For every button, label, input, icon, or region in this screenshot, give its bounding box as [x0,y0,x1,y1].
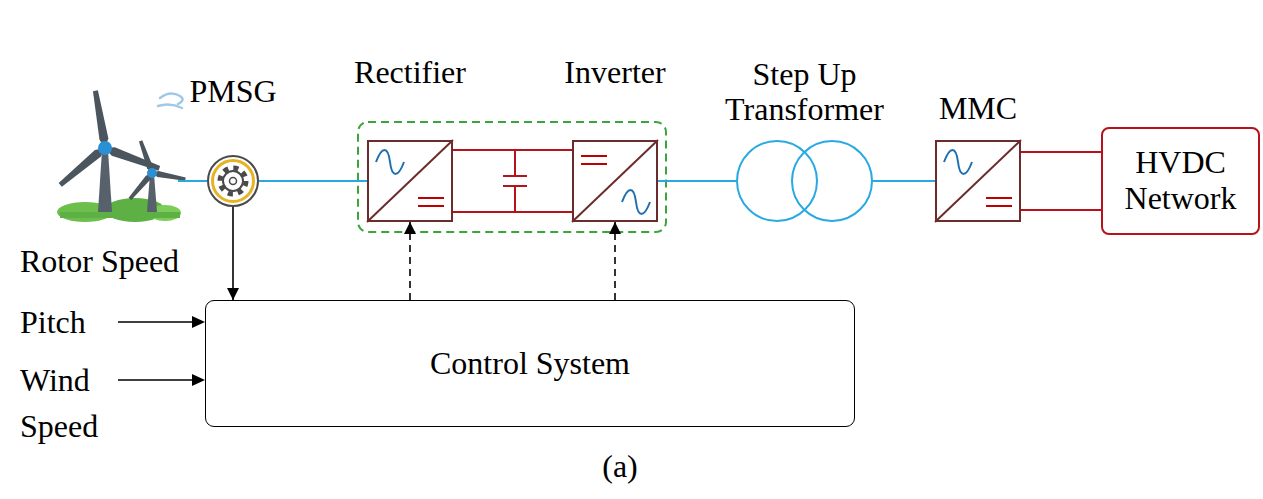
power-line [658,180,737,182]
node-heading: PMSG [189,74,276,109]
figure-caption: (a) [602,448,638,485]
generator-icon [208,156,258,206]
node-text: HVDC Network [1113,145,1248,217]
power-line [259,180,367,182]
power-line [453,150,572,212]
blade [91,90,110,149]
generator-node: PMSG [207,155,259,207]
rotor [128,140,186,201]
pitch-arrow [118,321,194,323]
diagonal [935,140,1021,222]
mmc-symbol [935,140,1021,222]
capacitor-plate [503,175,527,177]
signal-label: Wind Speed [20,357,120,450]
capacitor-lead [514,150,516,176]
shaft-line [178,180,207,182]
arrowhead [192,316,205,328]
generator-ring [213,161,254,202]
rectifier-symbol [367,140,453,222]
signal-label: Rotor Speed [20,243,179,280]
network-box: HVDC Network [1101,127,1260,235]
dc-line [581,163,607,165]
ac-sine [944,150,972,174]
gear-teeth [220,168,246,194]
arrowhead [192,374,205,386]
dc-line [581,155,607,157]
converter-group-outline [358,122,666,232]
power-line [1021,152,1101,210]
dc-line [418,197,444,199]
node-heading: Rectifier [354,55,466,90]
rotor [57,90,161,188]
wind-turbine-icon [57,90,186,222]
winding [792,141,872,221]
input-arrows [118,316,205,386]
control-box: Control System [205,300,855,427]
transformer-symbol [737,141,872,221]
capacitor-lead [514,186,516,212]
transformer-node: Step Up Transformer [737,141,872,221]
gear-hole [230,178,237,185]
winding [737,141,817,221]
dc-line [986,205,1012,207]
gear-body [223,171,243,191]
converter-box: Rectifier [367,140,453,222]
hub [147,168,157,178]
signal-arrow [614,222,616,300]
signal-arrow [232,207,234,300]
dc-line [418,205,444,207]
signal-arrow [409,222,411,300]
power-line [872,180,935,182]
node-heading: Step Up Transformer [700,57,910,127]
signal-label: Pitch [20,304,86,341]
diagonal [367,140,453,222]
capacitor-symbol [503,150,527,212]
tower [98,150,112,212]
dc-line [986,197,1012,199]
hub [98,141,112,155]
generator-housing [208,156,258,206]
wind-arrow [118,379,194,381]
node-heading: Inverter [564,55,665,90]
converter-box: Inverter [572,140,658,222]
inverter-symbol [572,140,658,222]
ac-sine [376,150,404,174]
diagonal [572,140,658,222]
ground [60,212,180,218]
converter-box: MMC [935,140,1021,222]
node-text: Control System [430,346,630,382]
ac-sine [622,190,650,214]
wind-swirl [158,93,183,108]
node-heading: MMC [939,91,1017,126]
